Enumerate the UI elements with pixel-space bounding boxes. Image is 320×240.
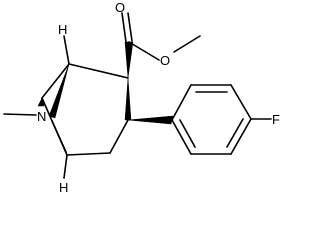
- bond-ar-3: [230, 84, 252, 120]
- atom-label-h-bottom: H: [59, 180, 68, 195]
- bond-n-methyl: [3, 113, 37, 116]
- atom-label-o-carbonyl: O: [115, 0, 125, 15]
- bond-c3-c4: [109, 119, 129, 154]
- bond-o-methyl: [173, 35, 201, 53]
- atom-label-f: F: [272, 112, 280, 127]
- bond-c-carbonyl-double-2: [127, 12, 133, 42]
- bond-ar-4: [230, 118, 252, 155]
- wedge-bond-c2-c3: [124, 77, 132, 121]
- molecule-structure-diagram: H H N F O O: [3, 0, 280, 195]
- bond-c-o-ester: [128, 41, 160, 61]
- bond-c1-h: [63, 35, 70, 65]
- wedge-bond-c1-n: [48, 63, 70, 119]
- bond-c4-c5: [66, 152, 111, 156]
- bond-ar-6: [171, 119, 192, 155]
- bond-ar-inner-3: [179, 119, 196, 148]
- bond-c-carbonyl-double-1: [121, 12, 127, 43]
- atom-label-h-top: H: [58, 22, 67, 37]
- bond-c1-c2: [68, 63, 129, 79]
- bond-ar-1: [171, 84, 192, 121]
- bond-c1-c7: [41, 63, 70, 99]
- atom-label-n: N: [37, 109, 46, 124]
- bond-ar-inner-2: [226, 118, 244, 148]
- wedge-bond-c3-aryl: [127, 115, 174, 125]
- wedge-bond-n-c6: [37, 97, 45, 107]
- atom-label-o-ester: O: [160, 53, 170, 68]
- bond-c5-n: [51, 120, 67, 153]
- wedge-bond-c2-ester: [124, 41, 134, 79]
- bond-c5-h: [63, 154, 68, 179]
